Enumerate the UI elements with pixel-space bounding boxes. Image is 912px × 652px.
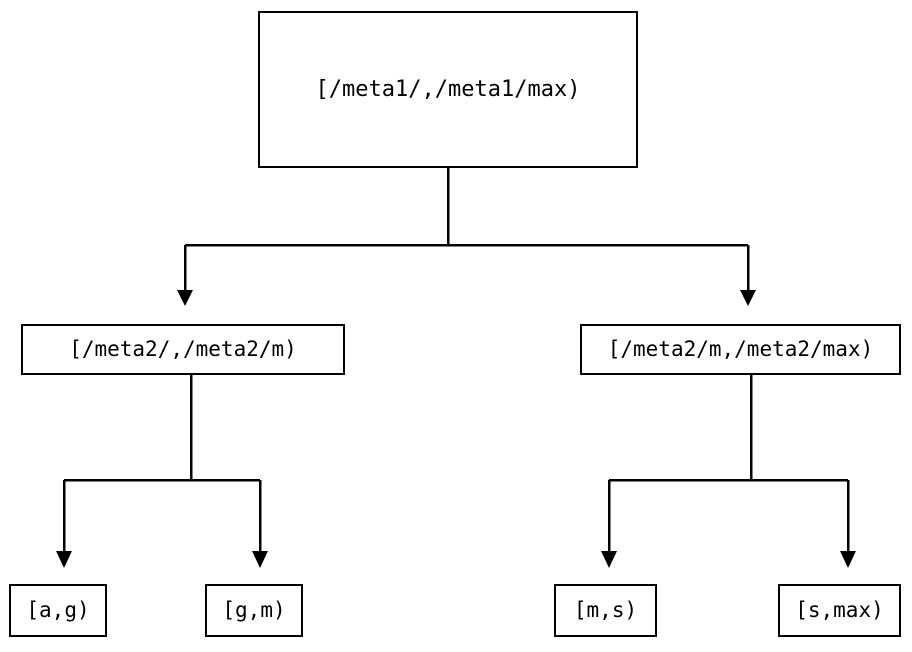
node-leaf-s-max[interactable]: [s,max) [778,584,901,637]
node-leaf-a-g[interactable]: [a,g) [9,584,107,637]
node-branch-right[interactable]: [/meta2/m,/meta2/max) [580,324,901,375]
arrowhead-icon-to-leaf-s-max [840,551,856,568]
arrowhead-icon-to-leaf-m-s [601,551,617,568]
node-leaf-g-m[interactable]: [g,m) [205,584,303,637]
arrowhead-icon-to-leaf-a-g [56,551,72,568]
arrowhead-icon-to-branch-left [177,290,193,306]
arrowhead-icon-to-branch-right [740,290,756,306]
node-leaf-m-s[interactable]: [m,s) [554,584,657,637]
node-root[interactable]: [/meta1/,/meta1/max) [258,11,638,168]
node-branch-left[interactable]: [/meta2/,/meta2/m) [21,324,345,375]
arrowhead-icon-to-leaf-g-m [252,551,268,568]
